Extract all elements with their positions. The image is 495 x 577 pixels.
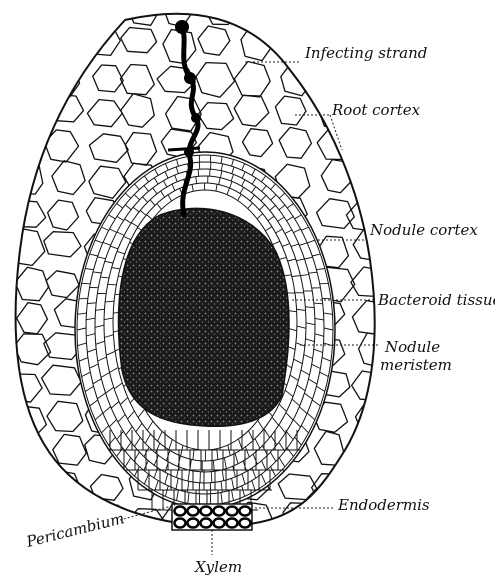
label-nodule-meristem-line2: meristem: [380, 356, 452, 374]
label-endodermis: Endodermis: [337, 496, 430, 514]
xylem: [172, 504, 252, 530]
label-bacteroid-tissue: Bacteroid tissue: [377, 291, 495, 309]
bacteroid-tissue: [118, 208, 289, 426]
label-infecting-strand: Infecting strand: [304, 44, 427, 62]
label-root-cortex: Root cortex: [331, 101, 421, 119]
label-nodule-cortex: Nodule cortex: [369, 221, 478, 239]
label-xylem: Xylem: [194, 558, 242, 576]
label-nodule-meristem-line1: Nodule: [384, 338, 440, 356]
label-pericambium: Pericambium: [24, 509, 126, 551]
